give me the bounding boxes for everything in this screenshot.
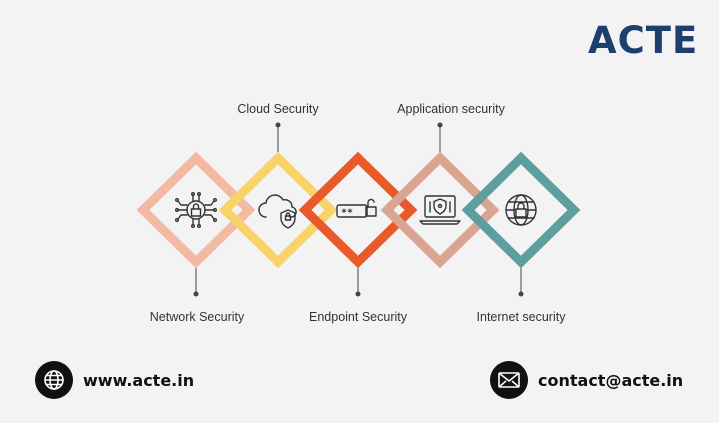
globe-icon: [35, 361, 73, 399]
password-unlock-icon: [336, 198, 377, 218]
network-lock-icon: [174, 191, 217, 228]
connector-dot-internet: [518, 291, 524, 297]
connector-dot-cloud: [275, 122, 281, 128]
connector-dot-endpoint: [355, 291, 361, 297]
diamond-internet-security: [461, 151, 581, 269]
diamond-cloud-security: [218, 151, 338, 269]
label-network-security: Network Security: [149, 310, 245, 324]
password-text: **: [341, 208, 353, 219]
email-contact[interactable]: contact@acte.in: [490, 361, 683, 399]
website-contact[interactable]: www.acte.in: [35, 361, 194, 399]
diamond-network-security: [136, 151, 256, 269]
cloud-shield-icon: [258, 194, 297, 229]
label-endpoint-security: Endpoint Security: [309, 310, 407, 324]
acte-logo: ACTE: [588, 19, 699, 62]
label-internet-security: Internet security: [476, 310, 566, 324]
connector-dot-application: [437, 122, 443, 128]
diamond-application-security: [380, 151, 500, 269]
connector-dot-network: [193, 291, 199, 297]
laptop-shield-icon: [419, 195, 461, 225]
diamond-endpoint-security: [298, 151, 418, 269]
website-link[interactable]: www.acte.in: [83, 370, 195, 390]
label-cloud-security: Cloud Security: [237, 102, 319, 116]
email-link[interactable]: contact@acte.in: [538, 370, 684, 390]
globe-lock-icon: [505, 194, 537, 226]
label-application-security: Application security: [397, 102, 505, 116]
envelope-icon: [490, 361, 528, 399]
